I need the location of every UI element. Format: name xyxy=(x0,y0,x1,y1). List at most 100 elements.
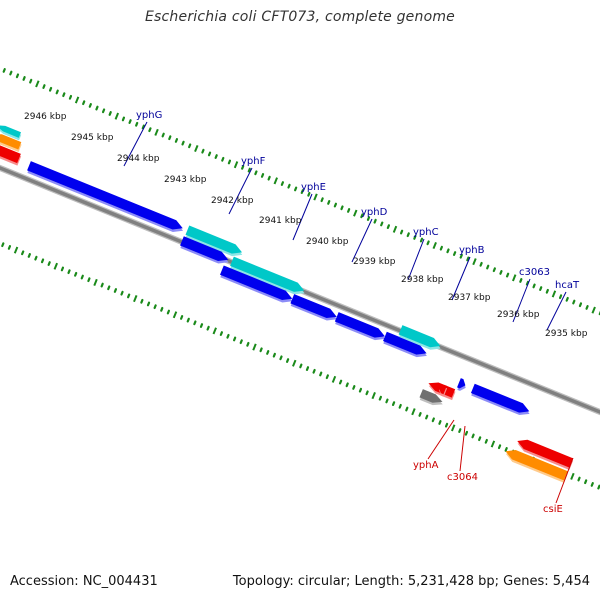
gene-label-yphE: yphE xyxy=(301,182,326,193)
inner-ring-minor-tick xyxy=(34,255,38,261)
gene-c3064-body xyxy=(419,389,443,403)
outer-ring-minor-tick xyxy=(294,186,298,192)
gene-yphF[interactable] xyxy=(185,225,245,260)
inner-ring-minor-tick xyxy=(153,304,157,310)
inner-ring-minor-tick xyxy=(27,253,31,258)
outer-ring-minor-tick xyxy=(419,237,424,243)
outer-ring-major-tick xyxy=(313,193,318,201)
outer-ring-minor-tick xyxy=(585,305,589,310)
inner-ring-minor-tick xyxy=(146,301,151,307)
gene-left-cyan[interactable] xyxy=(0,122,22,141)
inner-ring-minor-tick xyxy=(438,420,442,425)
outer-ring-major-tick xyxy=(472,258,477,266)
outer-ring-minor-tick xyxy=(300,189,304,195)
outer-ring-minor-tick xyxy=(22,76,26,81)
gene-left-red[interactable] xyxy=(0,141,22,166)
outer-ring-minor-tick xyxy=(486,264,490,270)
gene-left-orange[interactable] xyxy=(0,131,22,153)
inner-ring-minor-tick xyxy=(232,336,237,342)
outer-ring-minor-tick xyxy=(161,132,165,138)
outer-ring-minor-tick xyxy=(452,251,457,256)
outer-ring-minor-tick xyxy=(55,89,59,95)
inner-ring-minor-tick xyxy=(239,339,243,345)
inner-ring-minor-tick xyxy=(471,433,475,439)
outer-ring-minor-tick xyxy=(227,159,232,165)
leader-yphF xyxy=(228,167,253,215)
gene-hcaT[interactable] xyxy=(470,383,532,419)
inner-ring-minor-tick xyxy=(186,317,190,323)
inner-ring-minor-tick xyxy=(180,315,184,320)
inner-ring-minor-tick xyxy=(226,333,230,339)
leader-csiE xyxy=(555,457,574,504)
inner-ring-minor-tick xyxy=(319,371,323,377)
kbp-label: 2936 kbp xyxy=(497,310,540,320)
leader-c3063 xyxy=(512,278,531,323)
gene-yphB[interactable] xyxy=(382,331,429,361)
outer-ring-major-tick xyxy=(74,96,80,104)
inner-ring-minor-tick xyxy=(199,323,204,328)
inner-ring-minor-tick xyxy=(352,385,356,390)
inner-ring-major-tick xyxy=(371,392,376,400)
inner-ring-minor-tick xyxy=(590,482,594,487)
gene-hcaT-body xyxy=(470,383,530,413)
outer-ring-minor-tick xyxy=(525,280,530,286)
outer-ring-minor-tick xyxy=(386,224,391,230)
inner-ring-minor-tick xyxy=(7,245,12,250)
outer-ring-minor-tick xyxy=(532,283,536,289)
inner-ring-minor-tick xyxy=(285,358,290,363)
outer-ring-minor-tick xyxy=(492,267,496,273)
gene-yphC[interactable] xyxy=(334,312,388,343)
gene-yphF-b[interactable] xyxy=(179,236,231,267)
inner-ring-minor-tick xyxy=(418,412,422,417)
kbp-label: 2940 kbp xyxy=(306,237,349,247)
inner-ring-minor-tick xyxy=(299,363,303,369)
inner-ring-minor-tick xyxy=(312,368,316,374)
inner-ring-minor-tick xyxy=(431,417,435,423)
inner-ring-minor-tick xyxy=(193,320,197,326)
outer-ring-minor-tick xyxy=(82,100,86,106)
outer-ring-minor-tick xyxy=(340,205,344,211)
outer-ring-minor-tick xyxy=(101,108,106,114)
gene-csiE-a[interactable] xyxy=(515,436,574,470)
outer-ring-minor-tick xyxy=(505,272,510,278)
outer-ring-minor-tick xyxy=(578,302,583,308)
outer-ring-minor-tick xyxy=(446,248,450,254)
outer-ring-minor-tick xyxy=(267,175,271,181)
inner-ring-major-tick xyxy=(53,262,59,270)
gene-yphE-b[interactable] xyxy=(219,265,295,305)
inner-ring-minor-tick xyxy=(272,352,276,358)
inner-ring-minor-tick xyxy=(127,293,131,299)
outer-ring-minor-tick xyxy=(439,245,443,251)
gene-yphE[interactable] xyxy=(229,256,307,298)
outer-ring-minor-tick xyxy=(360,213,364,219)
outer-ring-minor-tick xyxy=(426,240,430,246)
gene-yphA-b[interactable] xyxy=(436,383,448,397)
outer-ring-minor-tick xyxy=(174,138,179,143)
inner-ring-minor-tick xyxy=(584,479,588,485)
inner-ring-minor-tick xyxy=(279,355,283,361)
outer-ring-minor-tick xyxy=(201,148,205,154)
outer-ring-minor-tick xyxy=(42,84,46,89)
gene-features[interactable] xyxy=(0,122,574,483)
gene-label-yphC: yphC xyxy=(413,227,439,238)
gene-c3064[interactable] xyxy=(419,389,446,408)
inner-ring-minor-tick xyxy=(107,285,111,291)
inner-ring-major-tick xyxy=(172,311,178,319)
outer-ring-minor-tick xyxy=(479,261,483,267)
gene-yphB-rna[interactable] xyxy=(398,325,444,353)
inner-ring-minor-tick xyxy=(444,422,449,428)
gene-yphD[interactable] xyxy=(290,294,340,324)
leader-yphB xyxy=(451,256,471,301)
gene-yphG[interactable] xyxy=(26,161,185,235)
inner-ring-major-tick xyxy=(93,278,98,286)
gene-csiE[interactable] xyxy=(503,447,569,483)
gene-yphE-body xyxy=(230,256,305,292)
leader-c3064 xyxy=(459,425,466,472)
outer-ring-minor-tick xyxy=(565,296,569,302)
kbp-label: 2946 kbp xyxy=(24,112,67,122)
inner-ring-major-tick xyxy=(133,295,138,303)
outer-ring-major-tick xyxy=(114,112,120,120)
gene-yphB-rna-body xyxy=(398,325,441,348)
gene-c3063[interactable] xyxy=(456,378,468,392)
